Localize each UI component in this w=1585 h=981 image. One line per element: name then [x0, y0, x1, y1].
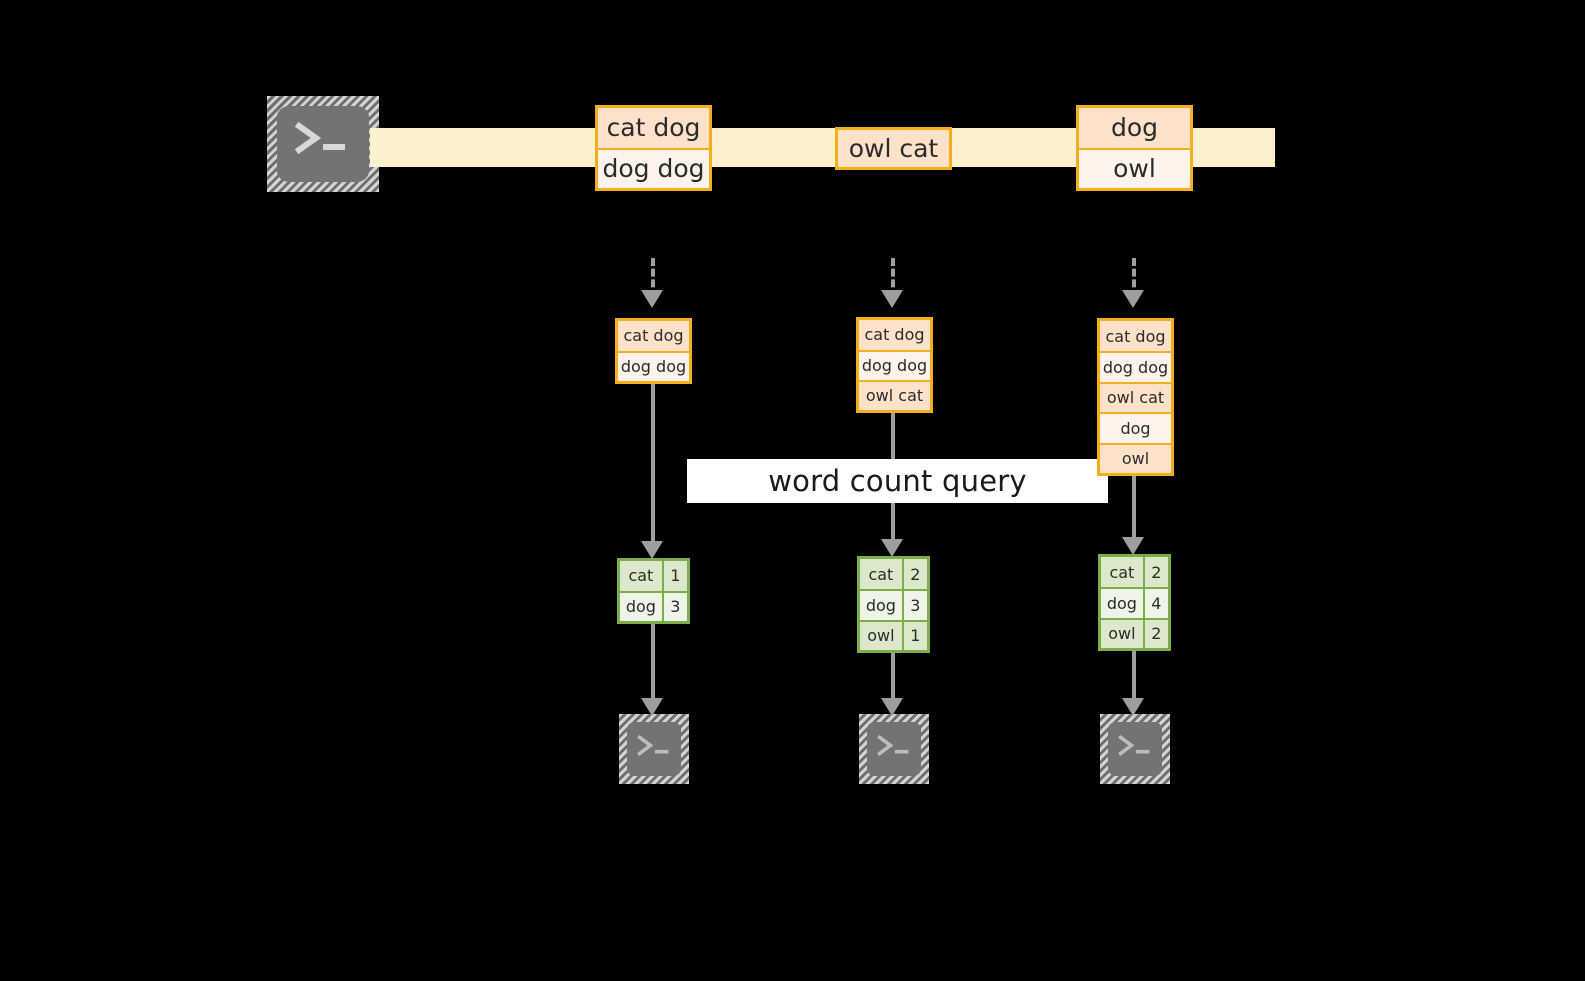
snapshot-3-word-2: dog: [1106, 593, 1137, 613]
snapshot-2-word-1: cat: [868, 564, 894, 584]
table-row: owl 1: [860, 619, 927, 650]
query-arrow-1-head: [641, 541, 663, 559]
table-row: dog 4: [1101, 587, 1168, 618]
word-count-query-band: word count query: [687, 459, 1108, 503]
stream-record-2-line-1: owl cat: [838, 130, 949, 167]
terminal-screen: [277, 106, 369, 182]
snapshot-1-sink-terminal-icon: [619, 714, 689, 784]
snapshot-2-input-stack: cat dog dog dog owl cat: [856, 317, 933, 413]
terminal-prompt-glyph: [1118, 734, 1150, 757]
feed-arrow-1-line: [651, 258, 655, 298]
snapshot-1-input-line-1: cat dog: [618, 321, 689, 351]
feed-arrow-1-head: [641, 290, 663, 308]
snapshot-2-sink-terminal-icon: [859, 714, 929, 784]
snapshot-2-input-line-3: owl cat: [859, 379, 930, 410]
terminal-screen: [627, 722, 681, 776]
snapshot-2-word-2: dog: [865, 595, 896, 615]
snapshot-3-input-stack: cat dog dog dog owl cat dog owl: [1097, 318, 1174, 476]
stream-record-3: dog owl: [1076, 105, 1193, 191]
table-row: dog 3: [860, 589, 927, 620]
sink-arrow-2-head: [881, 698, 903, 716]
table-row: dog 3: [620, 590, 687, 621]
query-arrow-2-head: [881, 539, 903, 557]
snapshot-2-input-line-1: cat dog: [859, 320, 930, 350]
snapshot-3-count-2: 4: [1142, 589, 1168, 618]
snapshot-2-input-line-2: dog dog: [859, 349, 930, 380]
table-row: cat 2: [1101, 557, 1168, 588]
snapshot-1-count-1: 1: [661, 561, 687, 591]
feed-arrow-2-line: [891, 258, 895, 298]
table-row: owl 2: [1101, 617, 1168, 648]
sink-arrow-3-head: [1122, 698, 1144, 716]
snapshot-3-sink-terminal-icon: [1100, 714, 1170, 784]
query-arrow-3-head: [1122, 537, 1144, 555]
snapshot-3-word-1: cat: [1109, 562, 1135, 582]
snapshot-1-input-line-2: dog dog: [618, 350, 689, 381]
terminal-prompt-glyph: [877, 734, 909, 757]
snapshot-2-count-table: cat 2 dog 3 owl 1: [857, 556, 930, 653]
feed-arrow-2-head: [881, 290, 903, 308]
snapshot-3-input-line-5: owl: [1100, 442, 1171, 473]
stream-record-3-line-1: dog: [1079, 108, 1190, 148]
snapshot-2-word-3: owl: [867, 626, 895, 646]
snapshot-1-input-stack: cat dog dog dog: [615, 318, 692, 384]
snapshot-1-word-2: dog: [625, 597, 656, 617]
terminal-screen: [867, 722, 921, 776]
stream-record-2: owl cat: [835, 127, 952, 170]
feed-arrow-3-line: [1132, 258, 1136, 298]
terminal-prompt-glyph: [637, 734, 669, 757]
stream-record-1-line-1: cat dog: [598, 108, 709, 148]
snapshot-3-input-line-3: owl cat: [1100, 381, 1171, 413]
snapshot-3-input-line-1: cat dog: [1100, 321, 1171, 352]
terminal-screen: [1108, 722, 1162, 776]
snapshot-3-input-line-4: dog: [1100, 412, 1171, 443]
sink-arrow-1-head: [641, 698, 663, 716]
terminal-prompt-glyph: [294, 121, 345, 155]
snapshot-3-count-3: 2: [1142, 619, 1168, 648]
event-stream-arrowhead: [1274, 119, 1307, 177]
snapshot-2-count-3: 1: [901, 621, 927, 650]
word-count-query-label: word count query: [768, 464, 1027, 498]
snapshot-2-count-2: 3: [901, 591, 927, 620]
sink-arrow-3-line: [1132, 651, 1136, 704]
table-row: cat 1: [620, 561, 687, 591]
snapshot-2-count-1: 2: [901, 559, 927, 590]
table-row: cat 2: [860, 559, 927, 590]
feed-arrow-3-head: [1122, 290, 1144, 308]
stream-record-3-line-2: owl: [1079, 147, 1190, 188]
sink-arrow-1-line: [651, 624, 655, 704]
snapshot-1-count-2: 3: [661, 592, 687, 621]
snapshot-3-count-1: 2: [1142, 557, 1168, 588]
snapshot-3-word-3: owl: [1108, 624, 1136, 644]
snapshot-3-count-table: cat 2 dog 4 owl 2: [1098, 554, 1171, 651]
query-arrow-1-line: [651, 384, 655, 549]
snapshot-3-input-line-2: dog dog: [1100, 351, 1171, 382]
source-terminal-icon: [267, 96, 379, 192]
query-arrow-3-line: [1132, 476, 1136, 547]
snapshot-1-count-table: cat 1 dog 3: [617, 558, 690, 624]
sink-arrow-2-line: [891, 653, 895, 704]
stream-record-1: cat dog dog dog: [595, 105, 712, 191]
snapshot-1-word-1: cat: [628, 566, 654, 586]
stream-record-1-line-2: dog dog: [598, 147, 709, 188]
